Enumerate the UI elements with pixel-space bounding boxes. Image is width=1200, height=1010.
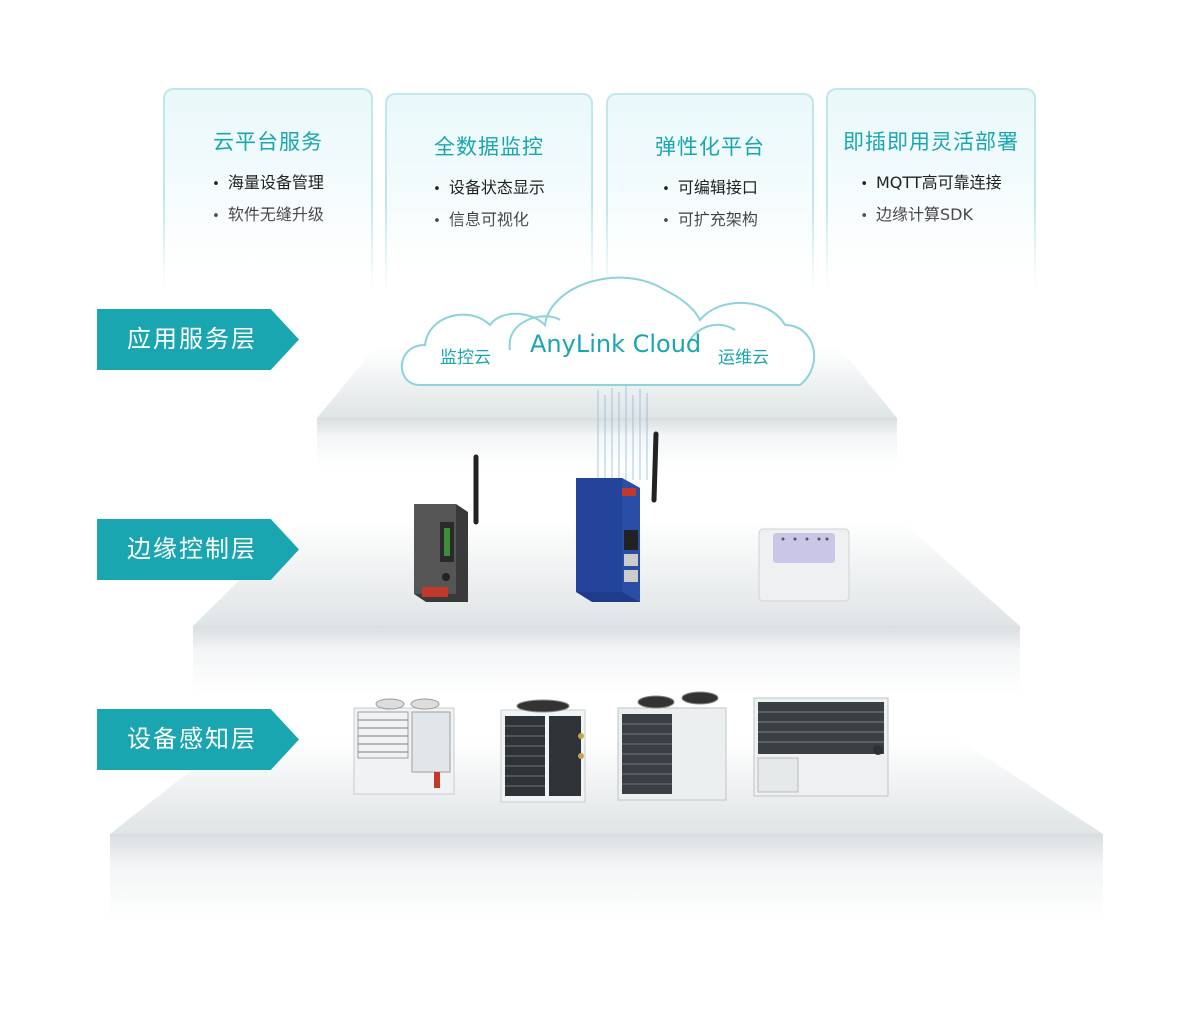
step-device-front	[110, 834, 1103, 924]
panel-title: 云平台服务	[213, 130, 323, 154]
panel-item: MQTT高可靠连接	[860, 168, 1002, 200]
feature-panel-plug-and-play: 即插即用灵活部署 MQTT高可靠连接 边缘计算SDK	[826, 88, 1036, 288]
edge-gateway-blue-icon	[576, 431, 659, 602]
feature-panel-cloud-service: 云平台服务 海量设备管理 软件无缝升级	[163, 88, 373, 288]
panel-item: 设备状态显示	[433, 173, 545, 205]
layer-label-device: 设备感知层	[97, 709, 299, 770]
heat-pump-unit-1-icon	[353, 698, 455, 795]
layer-label-application: 应用服务层	[97, 309, 299, 370]
feature-panel-data-monitoring: 全数据监控 设备状态显示 信息可视化	[385, 93, 593, 293]
signal-lines	[597, 386, 648, 480]
heat-pump-unit-4-icon	[753, 697, 889, 797]
panel-item: 可编辑接口	[662, 173, 758, 205]
panel-item: 海量设备管理	[212, 168, 324, 200]
cloud-main-label: AnyLink Cloud	[530, 330, 702, 358]
panel-title: 全数据监控	[434, 135, 544, 159]
heat-pump-unit-3-icon	[617, 691, 727, 801]
step-application-front	[317, 418, 897, 468]
cloud-right-label: 运维云	[718, 348, 769, 368]
cloud-icon	[400, 276, 816, 386]
edge-gateway-small-icon	[414, 454, 479, 602]
sensor-box-icon	[758, 528, 850, 602]
panel-title: 弹性化平台	[655, 135, 765, 159]
step-edge-front	[193, 626, 1020, 694]
layer-label-edge: 边缘控制层	[97, 519, 299, 580]
panel-title: 即插即用灵活部署	[843, 130, 1019, 154]
cloud-left-label: 监控云	[440, 348, 491, 368]
heat-pump-unit-2-icon	[500, 699, 586, 803]
feature-panel-elastic-platform: 弹性化平台 可编辑接口 可扩充架构	[606, 93, 814, 293]
